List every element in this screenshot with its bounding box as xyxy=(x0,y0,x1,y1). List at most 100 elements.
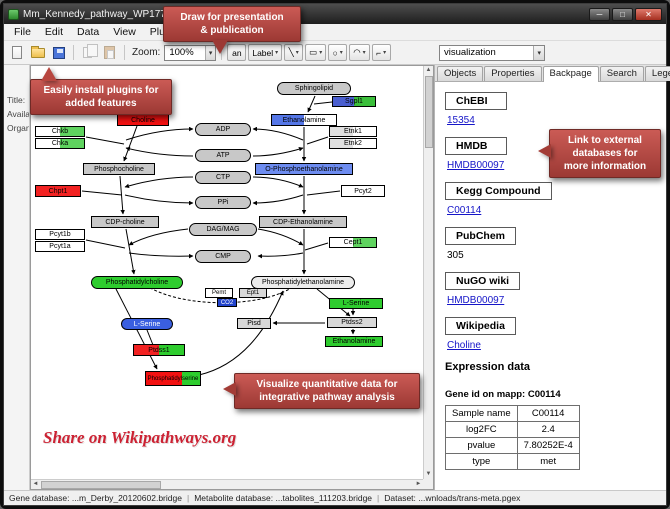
node-cept1[interactable]: Cept1 xyxy=(329,237,377,248)
node-pcyt2[interactable]: Pcyt2 xyxy=(341,185,385,197)
node-cdp-ethanolamine[interactable]: CDP-Ethanolamine xyxy=(259,216,347,228)
pathway-edge[interactable] xyxy=(128,252,194,259)
pathway-edge[interactable] xyxy=(125,126,194,141)
node-co2[interactable]: CO2 xyxy=(217,298,237,307)
vertical-scroll-thumb[interactable] xyxy=(424,76,433,148)
pathway-edge[interactable] xyxy=(257,228,304,246)
pathway-edge[interactable] xyxy=(304,242,329,251)
node-cdp-choline[interactable]: CDP-choline xyxy=(91,216,159,228)
node-etnk1[interactable]: Etnk1 xyxy=(329,126,377,137)
scroll-down-icon[interactable]: ▼ xyxy=(425,471,432,477)
node-pcyt1a[interactable]: Pcyt1a xyxy=(35,241,85,252)
node-chkb[interactable]: Chkb xyxy=(35,126,85,137)
menu-plugins[interactable]: Plugins xyxy=(149,26,185,38)
node-phosphatidylethanolamine[interactable]: Phosphatidylethanolamine xyxy=(251,276,355,289)
pathway-edge[interactable] xyxy=(198,290,284,376)
backpage-link-chebi[interactable]: 15354 xyxy=(447,115,475,126)
new-file-button[interactable] xyxy=(7,43,26,62)
menu-view[interactable]: View xyxy=(113,26,136,38)
arc-tool[interactable]: ◠▾ xyxy=(349,44,370,61)
backpage-link-kegg-compound[interactable]: C00114 xyxy=(447,205,482,216)
connector-tool[interactable]: ⌐▾ xyxy=(371,44,391,61)
copy-button[interactable] xyxy=(79,43,98,62)
datanode-tool[interactable]: Label▾ xyxy=(248,44,283,61)
save-button[interactable] xyxy=(49,43,68,62)
pathway-edge[interactable] xyxy=(125,228,136,275)
node-chka[interactable]: Chka xyxy=(35,138,85,149)
pathway-edge[interactable] xyxy=(85,136,125,145)
node-ept1[interactable]: Ept1 xyxy=(239,288,267,298)
node-ethanolamine[interactable]: Ethanolamine xyxy=(271,114,337,126)
node-adp[interactable]: ADP xyxy=(195,123,251,136)
tab-objects[interactable]: Objects xyxy=(437,66,484,81)
zoom-combobox[interactable]: 100% ▾ xyxy=(164,44,217,61)
paste-button[interactable] xyxy=(100,43,119,62)
backpage-link-wikipedia[interactable]: Choline xyxy=(447,340,481,351)
node-phosphatidylserine[interactable]: Phosphatidylserine xyxy=(145,371,201,386)
tab-search[interactable]: Search xyxy=(599,66,644,81)
pathway-edge[interactable] xyxy=(124,176,194,189)
node-sphingolipid[interactable]: Sphingolipid xyxy=(277,82,351,95)
pathway-edge[interactable] xyxy=(257,252,304,259)
close-button[interactable]: ✕ xyxy=(635,7,662,21)
node-ptdss1[interactable]: Ptdss1 xyxy=(133,344,185,356)
pathway-edge[interactable] xyxy=(307,95,316,113)
menu-help[interactable]: Help xyxy=(198,26,220,38)
pathway-edge[interactable] xyxy=(143,283,298,304)
pathway-edge[interactable] xyxy=(123,125,138,162)
pathway-edge[interactable] xyxy=(252,176,304,188)
oval-tool[interactable]: ○▾ xyxy=(328,44,348,61)
backpage-link-nugo-wiki[interactable]: HMDB00097 xyxy=(447,295,505,306)
pathway-edge[interactable] xyxy=(313,101,333,105)
node-etnk2[interactable]: Etnk2 xyxy=(329,138,377,149)
pathway-edge[interactable] xyxy=(85,239,126,249)
minimize-button[interactable]: ─ xyxy=(589,7,610,21)
scroll-up-icon[interactable]: ▲ xyxy=(425,67,432,73)
pathway-edge[interactable] xyxy=(252,147,304,157)
node-atp[interactable]: ATP xyxy=(195,149,251,162)
node-ctp[interactable]: CTP xyxy=(195,171,251,184)
pathway-edge[interactable] xyxy=(252,194,304,206)
node-ptdss2[interactable]: Ptdss2 xyxy=(327,317,377,328)
label-tool[interactable]: an xyxy=(227,44,247,61)
pathway-edge[interactable] xyxy=(128,228,189,246)
menu-edit[interactable]: Edit xyxy=(44,26,64,38)
pathway-edge[interactable] xyxy=(124,194,194,206)
node-sgpl1[interactable]: Sgpl1 xyxy=(332,96,376,107)
node-ethanolamine[interactable]: Ethanolamine xyxy=(325,336,383,347)
node-pisd[interactable]: Pisd xyxy=(237,318,271,329)
node-pcyt1b[interactable]: Pcyt1b xyxy=(35,229,85,240)
backpage-link-hmdb[interactable]: HMDB00097 xyxy=(447,160,505,171)
horizontal-scrollbar[interactable]: ◄ ► xyxy=(31,479,423,489)
pathway-edge[interactable] xyxy=(306,136,329,145)
node-l-serine[interactable]: L-Serine xyxy=(329,298,383,309)
visualization-combobox[interactable]: visualization ▾ xyxy=(439,44,545,61)
horizontal-scroll-thumb[interactable] xyxy=(41,480,161,489)
menu-file[interactable]: File xyxy=(14,26,31,38)
node-chpt1[interactable]: Chpt1 xyxy=(35,185,81,197)
maximize-button[interactable]: □ xyxy=(612,7,633,21)
menu-data[interactable]: Data xyxy=(77,26,100,38)
tab-legend[interactable]: Legend xyxy=(644,66,670,81)
line-tool[interactable]: ╲▾ xyxy=(284,44,304,61)
tab-backpage[interactable]: Backpage xyxy=(542,66,599,82)
tab-properties[interactable]: Properties xyxy=(484,66,542,81)
node-o-phosphoethanolamine[interactable]: O-Phosphoethanolamine xyxy=(255,163,353,175)
node-phosphocholine[interactable]: Phosphocholine xyxy=(83,163,155,175)
scroll-right-icon[interactable]: ► xyxy=(415,481,422,487)
pathway-edge[interactable] xyxy=(306,190,341,196)
node-dag-mag[interactable]: DAG/MAG xyxy=(189,223,257,236)
node-ppi[interactable]: PPi xyxy=(195,196,251,209)
pathway-edge[interactable] xyxy=(125,146,194,157)
node-phosphatidylcholine[interactable]: Phosphatidylcholine xyxy=(91,276,183,289)
scroll-left-icon[interactable]: ◄ xyxy=(32,481,39,487)
node-choline[interactable]: Choline xyxy=(117,114,169,126)
node-pemt[interactable]: Pemt xyxy=(205,288,233,298)
pathway-edge[interactable] xyxy=(81,190,123,196)
node-cmp[interactable]: CMP xyxy=(195,250,251,263)
rectangle-tool[interactable]: ▭▾ xyxy=(305,44,327,61)
vertical-scrollbar[interactable]: ▲ ▼ xyxy=(423,66,433,479)
node-l-serine[interactable]: L-Serine xyxy=(121,318,173,330)
pathway-edge[interactable] xyxy=(252,126,304,141)
